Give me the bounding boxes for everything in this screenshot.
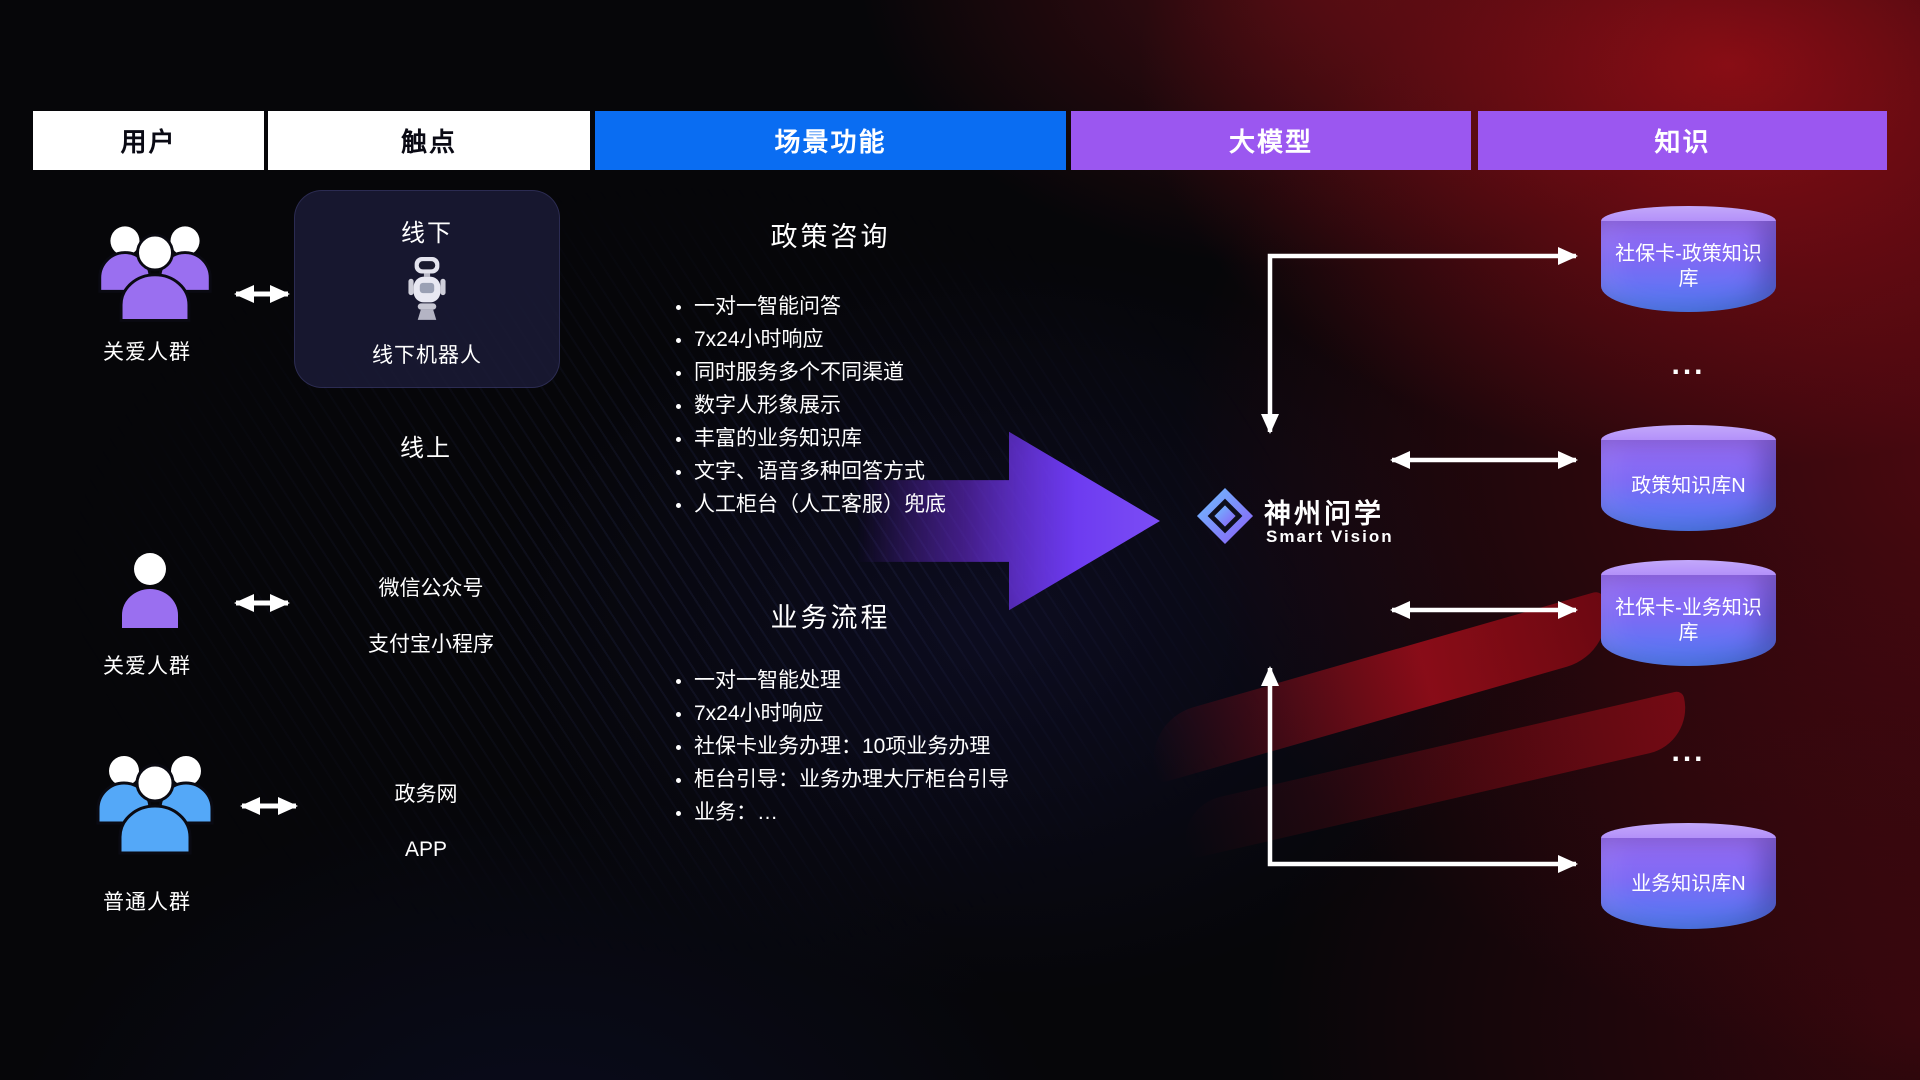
diagonal-streaks-decoration — [60, 180, 1310, 960]
wechat-label: 微信公众号 — [378, 577, 484, 600]
bullet-dot-icon — [676, 778, 681, 783]
db-label: 社保卡-政策知识库 — [1615, 243, 1762, 290]
bullet-dot-icon — [676, 437, 681, 442]
db-cylinder-body — [1601, 575, 1776, 666]
bullet-dot-icon — [676, 404, 681, 409]
bullet-dot-icon — [676, 371, 681, 376]
bullet-item: 柜台引导：业务办理大厅柜台引导 — [676, 767, 1076, 793]
user-person-purple-icon — [118, 550, 182, 635]
bullet-dot-icon — [676, 305, 681, 310]
header-knowledge-label: 知识 — [1654, 127, 1711, 157]
bullet-text: 7x24小时响应 — [694, 328, 824, 351]
bullet-text: 柜台引导：业务办理大厅柜台引导 — [694, 768, 1009, 791]
bullet-dot-icon — [676, 679, 681, 684]
header-scene-functions: 场景功能 — [595, 111, 1066, 170]
bullet-item: 文字、语音多种回答方式 — [676, 459, 1076, 485]
bullet-text: 7x24小时响应 — [694, 702, 824, 725]
bullet-text: 同时服务多个不同渠道 — [694, 361, 904, 384]
bullet-text: 丰富的业务知识库 — [694, 427, 862, 450]
knowledge-ellipsis: ... — [1671, 348, 1706, 381]
user-group-purple-icon — [92, 214, 218, 331]
model-name: 神州问学 — [1264, 499, 1384, 529]
user-group-3-label: 普通人群 — [103, 891, 191, 914]
bullet-item: 7x24小时响应 — [676, 327, 1076, 353]
db-cylinder-body — [1601, 221, 1776, 312]
bullet-item: 人工柜台（人工客服）兜底 — [676, 492, 1076, 518]
bullet-item: 一对一智能处理 — [676, 668, 1076, 694]
bullet-item: 业务：… — [676, 800, 1076, 826]
business-bullet-list: 一对一智能处理 7x24小时响应 社保卡业务办理：10项业务办理 柜台引导：业务… — [676, 668, 1076, 833]
app-label: APP — [404, 838, 448, 861]
bullet-text: 一对一智能处理 — [694, 669, 841, 692]
bullet-dot-icon — [676, 338, 681, 343]
bullet-item: 一对一智能问答 — [676, 294, 1076, 320]
scene-title-business: 业务流程 — [770, 603, 891, 633]
online-label: 线上 — [400, 435, 452, 462]
header-knowledge: 知识 — [1478, 111, 1887, 170]
bullet-text: 数字人形象展示 — [694, 394, 841, 417]
bullet-text: 一对一智能问答 — [694, 295, 841, 318]
bullet-item: 同时服务多个不同渠道 — [676, 360, 1076, 386]
db-social-business: 社保卡-业务知识库 — [1601, 560, 1776, 666]
header-large-model-label: 大模型 — [1228, 127, 1313, 157]
bullet-dot-icon — [676, 745, 681, 750]
bullet-item: 丰富的业务知识库 — [676, 426, 1076, 452]
smart-vision-logo-icon — [1196, 487, 1254, 545]
header-users-label: 用户 — [120, 127, 177, 157]
header-large-model: 大模型 — [1071, 111, 1471, 170]
db-cylinder-body — [1601, 440, 1776, 531]
model-subtitle: Smart Vision — [1266, 527, 1394, 546]
db-policy-n: 政策知识库N — [1601, 425, 1776, 531]
db-label: 政策知识库N — [1631, 474, 1746, 497]
scene-title-policy: 政策咨询 — [770, 222, 891, 252]
gov-web-label: 政务网 — [394, 783, 458, 806]
offline-robot-label: 线下机器人 — [372, 344, 482, 367]
offline-touchpoint-card: 线下 线下机器人 — [294, 190, 560, 388]
bullet-dot-icon — [676, 811, 681, 816]
bullet-item: 7x24小时响应 — [676, 701, 1076, 727]
bullet-item: 社保卡业务办理：10项业务办理 — [676, 734, 1076, 760]
bullet-text: 文字、语音多种回答方式 — [694, 460, 925, 483]
db-label: 社保卡-业务知识库 — [1615, 597, 1762, 644]
db-cylinder-body — [1601, 838, 1776, 929]
bullet-dot-icon — [676, 503, 681, 508]
knowledge-ellipsis: ... — [1671, 735, 1706, 768]
policy-bullet-list: 一对一智能问答 7x24小时响应 同时服务多个不同渠道 数字人形象展示 丰富的业… — [676, 294, 1076, 525]
bullet-dot-icon — [676, 470, 681, 475]
user-group-1-label: 关爱人群 — [103, 341, 191, 364]
header-scene-functions-label: 场景功能 — [774, 127, 887, 157]
header-users: 用户 — [33, 111, 264, 170]
alipay-label: 支付宝小程序 — [368, 633, 494, 656]
offline-title: 线下 — [401, 220, 453, 247]
db-social-policy: 社保卡-政策知识库 — [1601, 206, 1776, 312]
user-group-blue-icon — [90, 745, 220, 862]
bullet-text: 业务：… — [694, 801, 778, 824]
db-label: 业务知识库N — [1631, 872, 1746, 895]
header-touchpoints-label: 触点 — [400, 127, 457, 157]
header-touchpoints: 触点 — [268, 111, 590, 170]
bullet-text: 人工柜台（人工客服）兜底 — [694, 493, 946, 516]
db-business-n: 业务知识库N — [1601, 823, 1776, 929]
robot-icon — [404, 255, 450, 328]
bullet-item: 数字人形象展示 — [676, 393, 1076, 419]
user-group-2-label: 关爱人群 — [103, 655, 191, 678]
bullet-text: 社保卡业务办理：10项业务办理 — [694, 735, 991, 758]
bullet-dot-icon — [676, 712, 681, 717]
